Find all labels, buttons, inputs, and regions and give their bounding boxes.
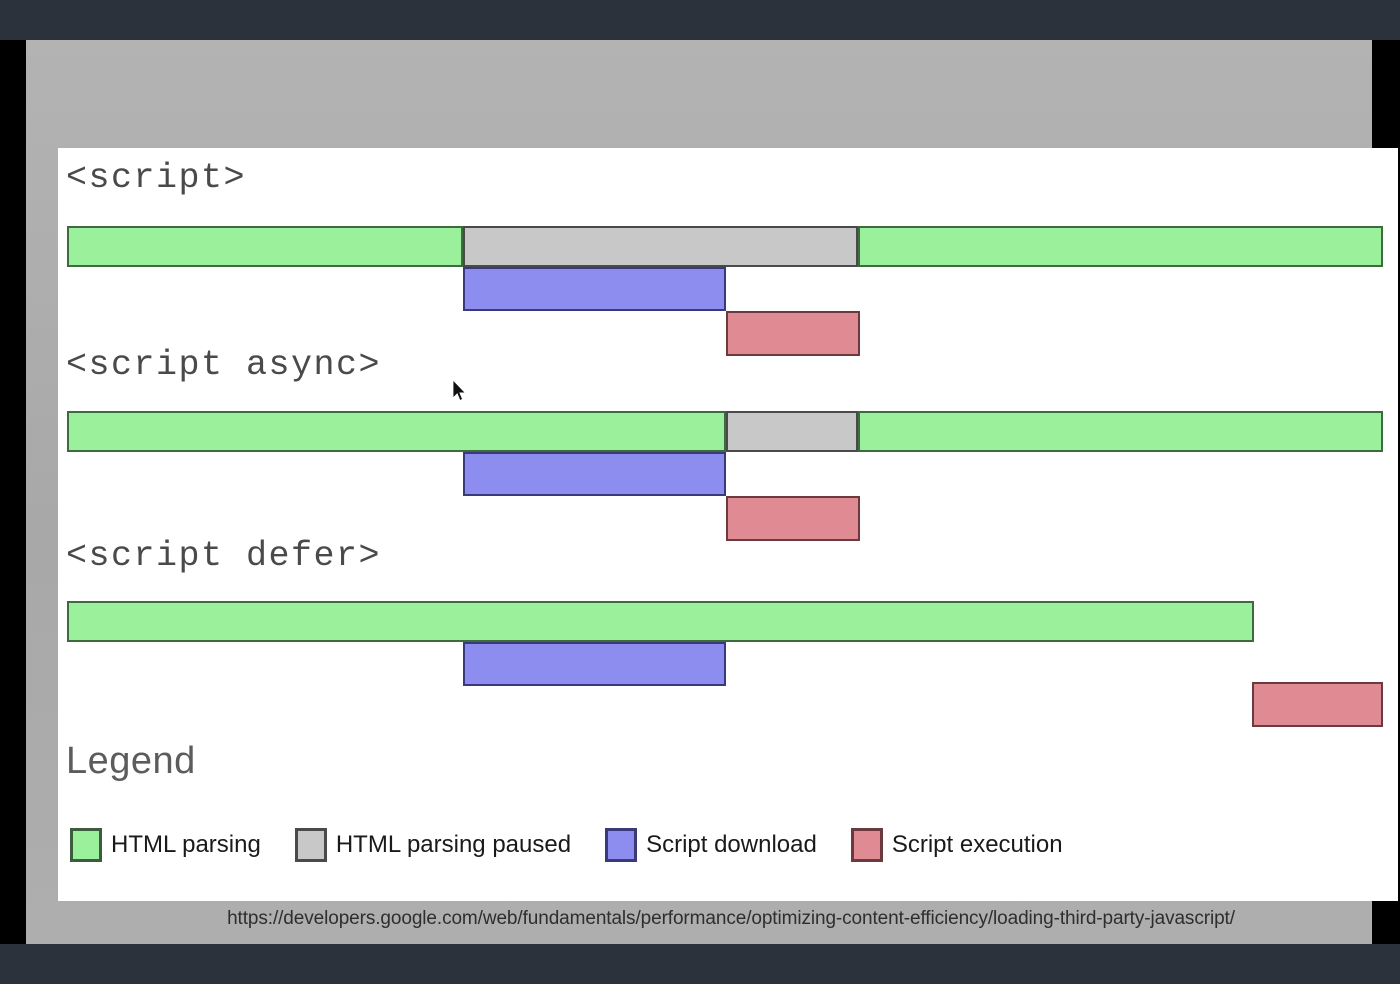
legend-swatch-html-parsing-paused-icon (294, 828, 327, 862)
bar-script-download (463, 267, 726, 311)
bar-defer-script-execution (1252, 682, 1383, 727)
bar-script-execution (726, 311, 860, 356)
bar-async-script-download (463, 452, 726, 496)
legend-title: Legend (66, 740, 196, 782)
bar-script-html-parsing-paused (463, 226, 858, 267)
bar-async-html-parsing-2 (858, 411, 1383, 452)
bar-defer-html-parsing (67, 601, 1254, 642)
legend-item-script-execution: Script execution (850, 828, 1063, 862)
diagram-canvas: <script> <script async> <script defer> L… (58, 148, 1398, 901)
bar-async-script-execution (726, 496, 860, 541)
legend-item-script-download: Script download (605, 828, 817, 862)
row-title-script: <script> (66, 158, 247, 198)
legend-item-html-parsing: HTML parsing (70, 828, 261, 862)
source-url-caption: https://developers.google.com/web/fundam… (227, 908, 1235, 929)
row-title-script-async: <script async> (66, 345, 382, 385)
legend-swatch-script-download-icon (605, 828, 638, 862)
bar-async-html-parsing-1 (67, 411, 726, 452)
legend-label-script-execution: Script execution (891, 831, 1063, 858)
bar-defer-script-download (463, 642, 726, 686)
bar-script-html-parsing-1 (67, 226, 463, 267)
legend-swatch-html-parsing-icon (70, 828, 102, 862)
legend: HTML parsing HTML parsing paused Script … (70, 828, 1097, 862)
row-title-script-defer: <script defer> (66, 536, 382, 576)
legend-label-html-parsing: HTML parsing (111, 831, 261, 858)
legend-swatch-script-execution-icon (850, 828, 883, 862)
bar-script-html-parsing-2 (858, 226, 1383, 267)
legend-label-html-parsing-paused: HTML parsing paused (335, 831, 572, 858)
bar-async-html-parsing-paused (726, 411, 858, 452)
legend-label-script-download: Script download (646, 831, 817, 858)
slide-frame: <script> <script async> <script defer> L… (26, 40, 1398, 944)
legend-item-html-parsing-paused: HTML parsing paused (294, 828, 572, 862)
